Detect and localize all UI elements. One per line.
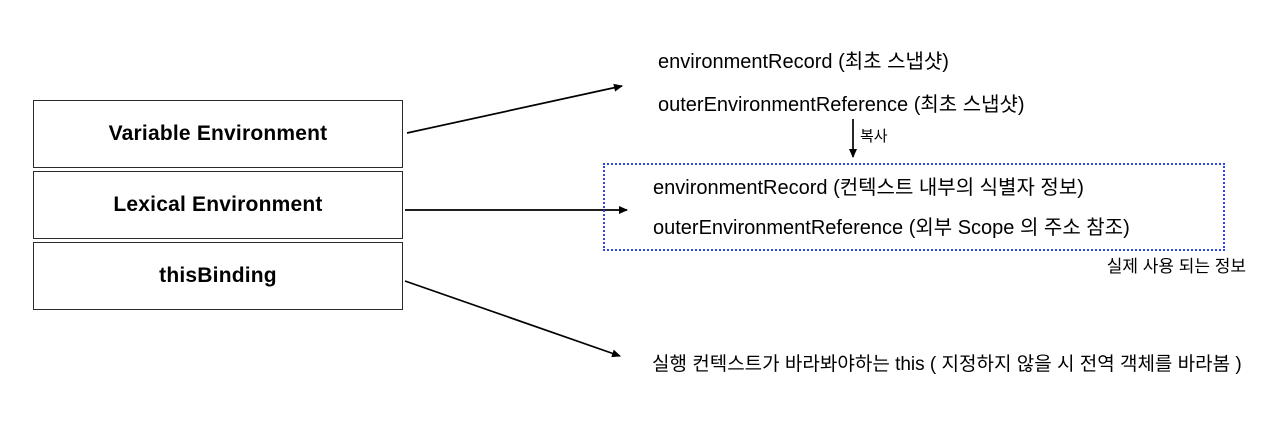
- arrow-this-to-note: [404, 280, 621, 358]
- variable-environment-label: Variable Environment: [108, 122, 328, 145]
- box-lexical-environment: Lexical Environment: [33, 171, 403, 239]
- variable-env-outer-ref-text: outerEnvironmentReference (최초 스냅샷): [658, 94, 1025, 116]
- variable-env-record-text: environmentRecord (최초 스냅샷): [658, 51, 949, 73]
- lexical-environment-label: Lexical Environment: [113, 193, 323, 216]
- box-this-binding: thisBinding: [33, 242, 403, 310]
- actual-info-caption: 실제 사용 되는 정보: [1106, 257, 1246, 276]
- this-binding-note: 실행 컨텍스트가 바라봐야하는 this ( 지정하지 않을 시 전역 객체를 …: [652, 354, 1242, 375]
- copy-label: 복사: [860, 128, 888, 145]
- arrow-variable-to-snapshot: [406, 83, 623, 134]
- lexical-env-record-text: environmentRecord (컨텍스트 내부의 식별자 정보): [653, 177, 1084, 199]
- lexical-env-detail-box: [603, 163, 1225, 251]
- lexical-env-outer-ref-text: outerEnvironmentReference (외부 Scope 의 주소…: [653, 217, 1130, 239]
- this-binding-label: thisBinding: [159, 264, 277, 287]
- box-variable-environment: Variable Environment: [33, 100, 403, 168]
